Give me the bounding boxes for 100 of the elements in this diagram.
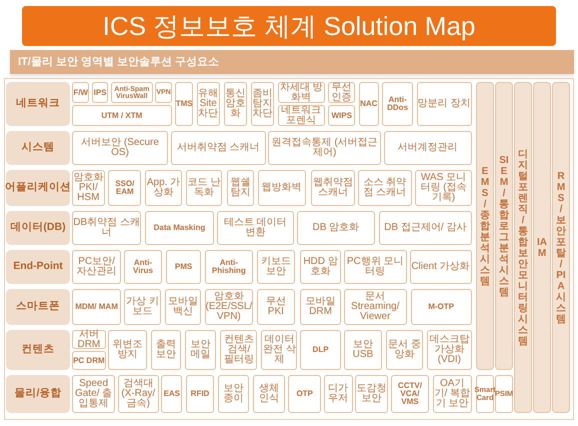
solution-label: 보안 USB [352, 340, 374, 360]
solution-label: 차세대 방화벽 [278, 82, 324, 102]
solution-label: DB 암호화 [312, 223, 360, 233]
solution-label: 서버보안 (Secure OS) [80, 138, 160, 158]
solution-label: PC DRM [73, 356, 105, 364]
solution-box [344, 330, 382, 370]
solution-label: PMS [174, 263, 192, 271]
solution-box [300, 289, 341, 325]
solution-box [258, 170, 306, 206]
solution-label: TMS [176, 100, 193, 108]
solution-box [72, 82, 90, 103]
solution-label: MDM/ MAM [75, 303, 118, 311]
solution-box [410, 250, 472, 284]
solution-box [300, 330, 341, 370]
solution-label: 웹방화벽 [262, 183, 302, 193]
solution-box [253, 375, 285, 413]
solution-label: HDD 암호화 [302, 257, 339, 277]
system-bar [476, 82, 494, 370]
solution-box [256, 250, 296, 284]
solution-label: M-OTP [428, 303, 454, 311]
solution-label: 디가우저 [327, 384, 350, 404]
solution-label: 데이터 완전 삭제 [262, 335, 296, 365]
solution-box [268, 131, 381, 165]
solution-box [186, 170, 222, 206]
solution-box [382, 82, 413, 126]
category-box [6, 289, 70, 325]
solution-label: 코드 난독화 [187, 178, 222, 198]
solution-box [170, 131, 266, 165]
category-box [6, 211, 70, 245]
solution-box [495, 375, 513, 413]
solution-label: Client 가상화 [411, 262, 470, 272]
solution-label: OA기기/ 복합기 보안 [434, 379, 470, 409]
solution-label: 키보드 보안 [260, 257, 292, 277]
category-label: 어플리케이션 [5, 180, 71, 196]
category-label: 시스템 [22, 140, 54, 156]
solution-label: RFID [190, 390, 210, 398]
solution-label: 위변조 방지 [112, 340, 144, 360]
solution-box [72, 250, 122, 284]
solution-box [324, 375, 353, 413]
solution-label: 출력 보안 [154, 340, 177, 360]
solution-label: WIPS [331, 112, 352, 120]
solution-label: OTP [296, 390, 313, 398]
category-box [6, 131, 70, 165]
solution-box [410, 289, 472, 325]
solution-label: 도감청 보안 [356, 384, 387, 404]
system-bar [552, 82, 570, 413]
solution-label: 서버 DRM [76, 330, 102, 350]
solution-label: 문서 Streaming/ Viewer [350, 292, 400, 322]
solution-label: 보안 종이 [222, 384, 245, 404]
system-bar [514, 82, 532, 413]
system-bar [495, 82, 513, 370]
solution-box [108, 330, 147, 370]
solution-label: 암호화 (E2E/SSL/ VPN) [205, 292, 252, 322]
category-box [6, 170, 70, 206]
solution-label: 네트워크 포렌식 [280, 106, 322, 126]
solution-label: 테스트 데이터 변환 [222, 218, 288, 238]
system-label: EMS / 종합분석시스템 [480, 166, 490, 286]
solution-label: WAS 모니터링 (접속기록) [419, 173, 468, 203]
solution-label: 모바일 DRM [304, 297, 337, 317]
solution-label: 웹취약점 스캐너 [312, 178, 354, 198]
solution-label: 좀비 탐지 차단 [252, 89, 273, 119]
solution-label: IPS [94, 88, 106, 96]
system-bar [533, 82, 551, 413]
solution-label: App. 가상화 [146, 178, 182, 198]
solution-box [256, 289, 296, 325]
subtitle-band [10, 50, 574, 74]
solution-label: DB 접근제어/ 감사 [384, 223, 466, 233]
category-box [6, 330, 70, 370]
solution-box [155, 82, 172, 103]
solution-box [218, 375, 250, 413]
solution-label: 생체 인식 [258, 384, 280, 404]
category-box [6, 375, 70, 413]
solution-label: 원격접속통제 (서버접근제어) [270, 138, 379, 158]
solution-label: Anti-Phishing [210, 259, 247, 275]
solution-label: UTM / XTM [101, 112, 142, 120]
system-label: RMS / 보안포탈 / PIA시스템 [556, 170, 566, 324]
solution-label: 무선 인증 [330, 82, 353, 102]
solution-label: 데스크탑 가상화 (VDI) [428, 335, 470, 365]
solution-box [72, 211, 142, 245]
solution-label: 무선 PKI [264, 297, 287, 317]
solution-box [300, 250, 341, 284]
category-label: 스마트폰 [16, 299, 60, 314]
solution-label: NAC [360, 100, 378, 108]
category-box [6, 250, 70, 284]
solution-box [161, 375, 182, 413]
solution-box [164, 289, 202, 325]
solution-label: 서버취약점 스캐너 [176, 143, 260, 153]
solution-label: Data Masking [154, 224, 206, 232]
solution-box [310, 170, 356, 206]
solution-box [110, 82, 153, 103]
category-label: 네트워크 [16, 96, 60, 112]
solution-box [384, 131, 472, 165]
solution-label: Anti-Virus [132, 259, 154, 275]
solution-box [144, 211, 214, 245]
solution-label: DLP [312, 346, 329, 354]
solution-box [92, 82, 108, 103]
solution-box [344, 289, 407, 325]
solution-label: EAS [164, 390, 180, 398]
solution-box [220, 330, 258, 370]
solution-label: CCTV/ VCA/ VMS [396, 382, 423, 406]
